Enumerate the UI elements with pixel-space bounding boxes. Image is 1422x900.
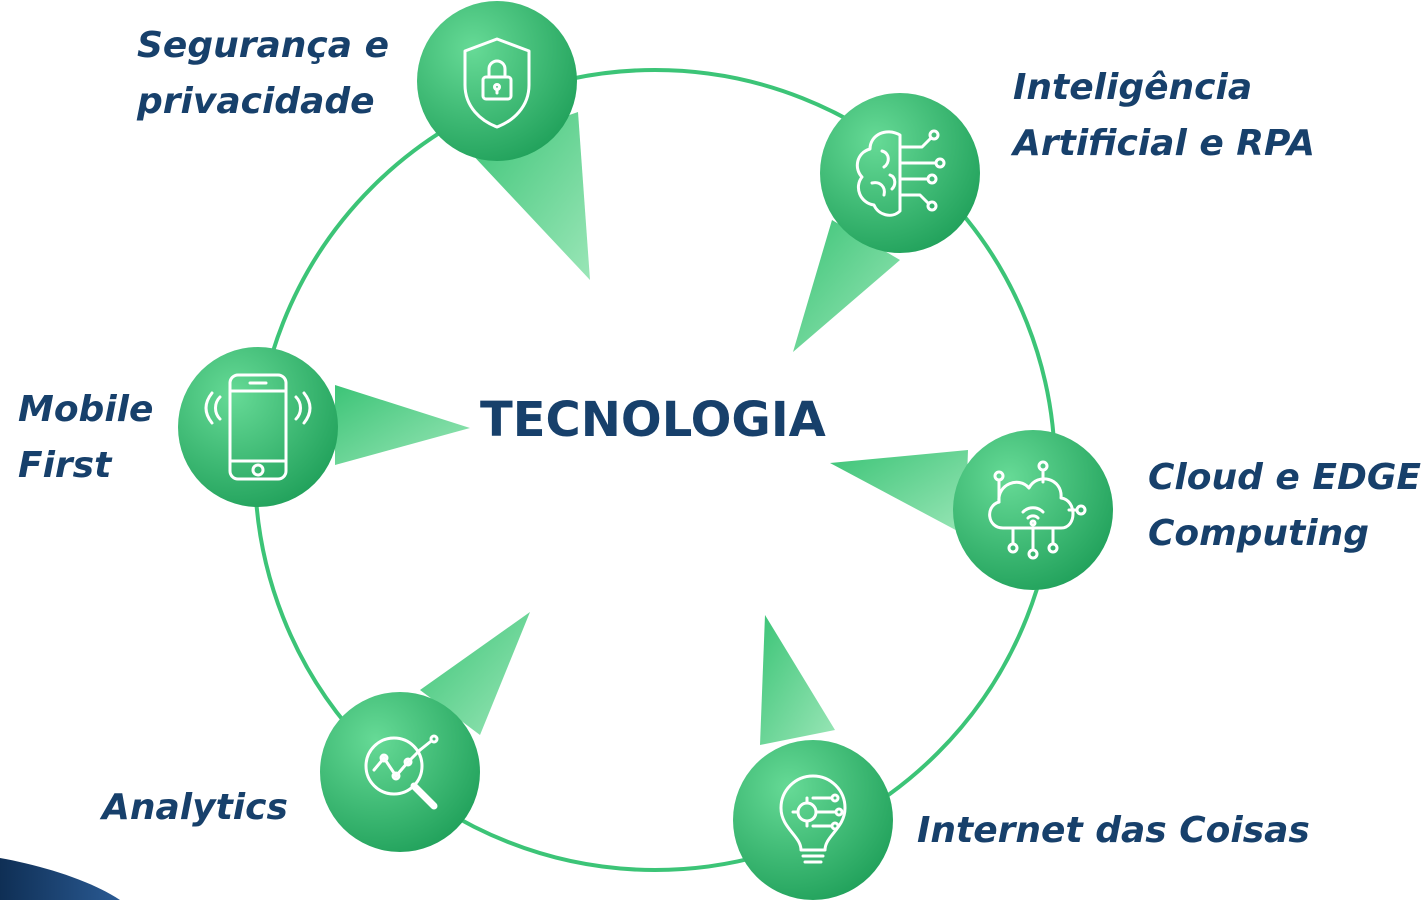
label-cloud: Cloud e EDGE Computing [1148, 450, 1421, 562]
shield-lock-icon [463, 37, 531, 129]
label-cloud-line-2: Computing [1148, 513, 1370, 554]
brain-circuit-icon [855, 129, 946, 217]
corner-accent [0, 858, 120, 900]
cloud-network-icon [988, 460, 1087, 560]
label-security: Segurança e privacidade [137, 18, 389, 130]
node-circle-security [417, 1, 577, 161]
node-circle-mobile [178, 347, 338, 507]
pointer-analytics [420, 612, 530, 735]
label-iot: Internet das Coisas [917, 803, 1310, 859]
label-security-line-2: privacidade [137, 81, 375, 122]
pointer-ai [793, 220, 900, 352]
label-cloud-line-1: Cloud e EDGE [1148, 457, 1421, 498]
node-circle-cloud [953, 430, 1113, 590]
label-security-line-1: Segurança e [137, 25, 389, 66]
label-ai-line-2: Artificial e RPA [1013, 123, 1315, 164]
magnifier-chart-icon [364, 734, 439, 810]
center-title: TECNOLOGIA [480, 392, 826, 448]
label-mobile-line-2: First [18, 445, 112, 486]
pointer-iot [760, 615, 835, 745]
label-ai: Inteligência Artificial e RPA [1013, 60, 1315, 172]
label-mobile-line-1: Mobile [18, 389, 154, 430]
label-analytics: Analytics [102, 780, 288, 836]
label-analytics-line-1: Analytics [102, 787, 288, 828]
label-mobile: Mobile First [18, 382, 153, 494]
smartphone-icon [204, 373, 312, 481]
label-iot-line-1: Internet das Coisas [917, 810, 1310, 851]
lightbulb-gear-icon [779, 774, 847, 864]
pointer-mobile [335, 385, 470, 465]
label-ai-line-1: Inteligência [1013, 67, 1253, 108]
pointer-cloud [830, 450, 968, 535]
